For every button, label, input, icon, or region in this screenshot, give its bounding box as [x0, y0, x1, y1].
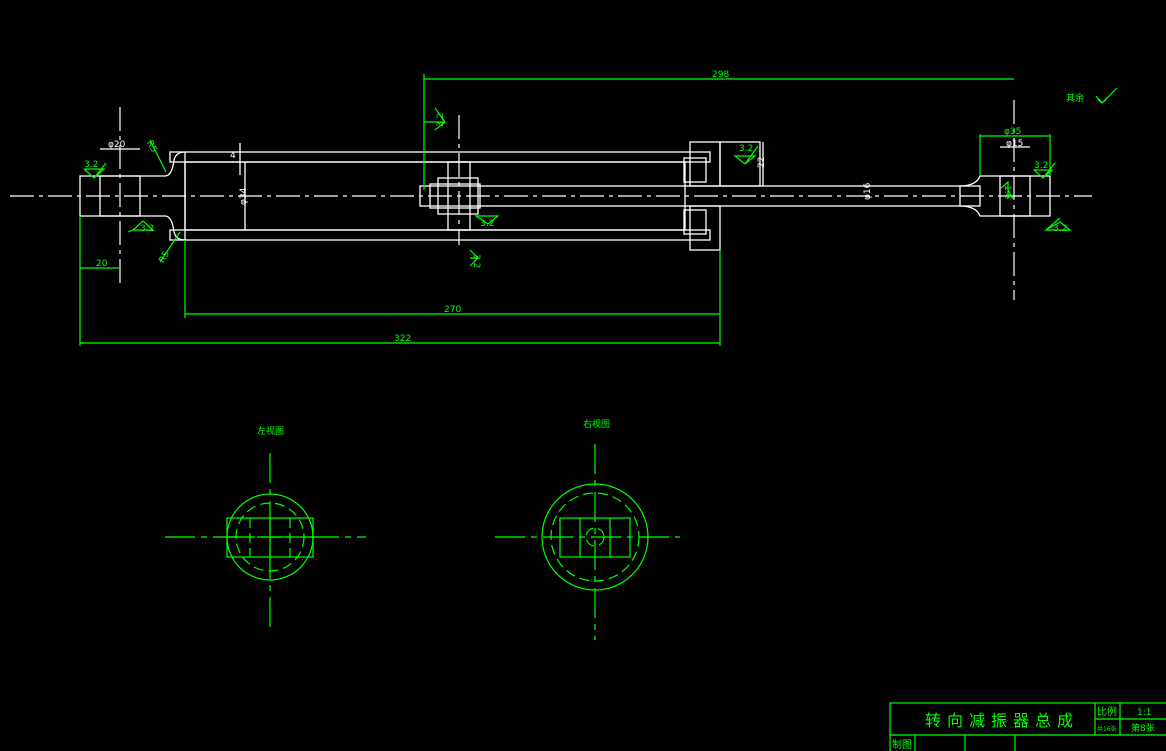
roughness-label: 3.2	[480, 219, 494, 229]
dim-phi15: φ15	[1006, 139, 1023, 149]
roughness-label: 3.2	[739, 144, 753, 154]
drawing-title: 转向减振器总成	[925, 711, 1079, 730]
dim-20: 20	[96, 259, 108, 269]
sheets-total: 共16张	[1097, 725, 1117, 733]
right-view: 右视图	[495, 418, 680, 640]
right-view-label: 右视图	[583, 418, 610, 430]
piston	[429, 115, 481, 245]
drawn-by-label: 制图	[892, 738, 912, 751]
left-view-label: 左视图	[257, 425, 284, 437]
dim-270: 270	[444, 305, 461, 315]
roughness-label: 3.2	[471, 254, 481, 268]
dim-22: 22	[757, 157, 767, 168]
right-eye-section	[959, 175, 1051, 217]
other-surfaces-note: 其余	[1066, 92, 1084, 104]
dim-322: 322	[394, 334, 411, 344]
dim-298: 298	[712, 70, 729, 80]
sheet-number: 第8张	[1131, 722, 1155, 734]
dim-phi34: φ34	[239, 187, 249, 205]
tube-wall-top	[169, 151, 711, 163]
oil-chamber	[184, 161, 686, 231]
roughness-label: 3.2	[1034, 161, 1048, 171]
roughness-check-icon	[1095, 87, 1118, 104]
roughness-label: 3.2	[84, 160, 98, 170]
dim-phi16: φ16	[863, 182, 873, 200]
dimensions: 298 270 322 20 φ20 φ35 φ15 φ34 4 φ16 22 …	[79, 70, 1051, 346]
scale-label: 比例	[1097, 705, 1117, 718]
dim-phi20: φ20	[108, 140, 126, 150]
dim-4: 4	[230, 151, 236, 161]
left-view: 左视图	[165, 425, 366, 630]
tube-wall-bottom	[169, 229, 711, 241]
roughness-label: 3.2	[140, 224, 154, 234]
roughness-symbols: 3.2 3.2 3.2 3.2 3.2 3.2 3.2 3.2 1.6 其余	[83, 87, 1118, 268]
roughness-label: 3.2	[436, 113, 446, 127]
roughness-fine-label: 1.6	[1002, 185, 1012, 200]
right-eye-hole	[999, 175, 1031, 217]
main-section-view	[10, 100, 1092, 300]
scale-value: 1:1	[1137, 708, 1151, 718]
dim-phi35: φ35	[1004, 127, 1021, 137]
dim-r5-bottom: R5	[157, 250, 172, 265]
end-cap	[683, 141, 761, 251]
roughness-label: 3.2	[1053, 224, 1067, 234]
title-block: 转向减振器总成 比例 1:1 共16张 第8张 制图	[889, 702, 1166, 751]
